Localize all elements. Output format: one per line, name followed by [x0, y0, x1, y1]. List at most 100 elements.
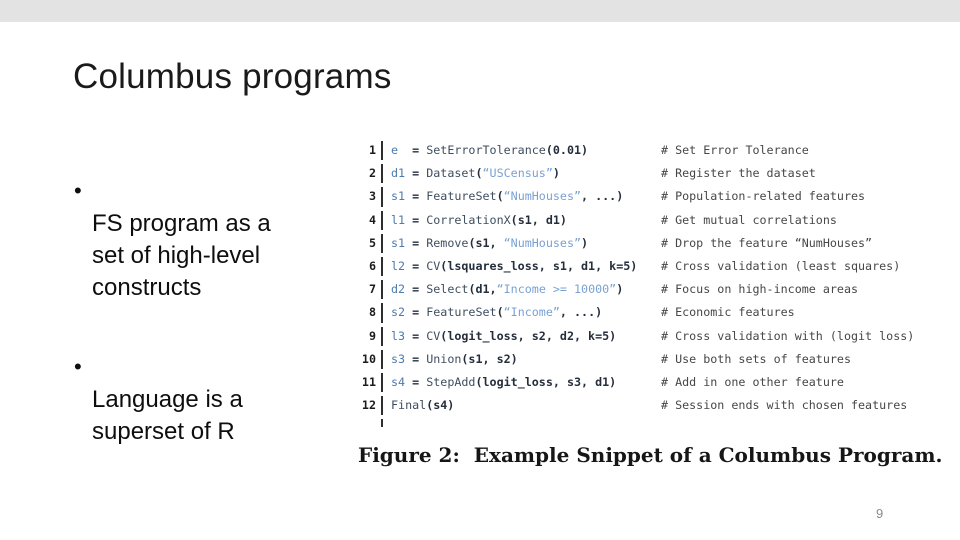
line-number: 4 — [368, 212, 376, 227]
code-token: s1 — [391, 189, 406, 204]
code-comment: # Population-related features — [661, 189, 866, 204]
bullet-text: FS program as a set of high-level constr… — [92, 210, 271, 301]
bullet-item: • FS program as a set of high-level const… — [74, 176, 334, 304]
code-token: StepAdd — [426, 374, 476, 389]
line-number: 9 — [368, 328, 376, 343]
divider-bar — [381, 187, 383, 207]
code-text: Final(s4) — [391, 394, 454, 417]
code-token: = — [405, 282, 427, 297]
code-comment: # Focus on high-income areas — [661, 282, 859, 297]
code-line: 4 l1 = CorrelationX(s1, d1) # Get mutual c… — [357, 209, 937, 232]
bullet-icon: • — [74, 178, 82, 203]
code-token: (d1, — [468, 282, 497, 297]
code-comment: # Use both sets of features — [661, 351, 851, 366]
line-number: 10 — [361, 351, 376, 366]
code-token: (lsquares_loss, s1, d1, k=5) — [440, 258, 638, 273]
line-number: 7 — [368, 282, 376, 297]
code-comment: # Register the dataset — [661, 166, 816, 181]
code-token: (0.01) — [545, 143, 589, 157]
code-token: = — [405, 212, 427, 227]
code-token: (s4) — [426, 398, 455, 413]
code-token: Remove — [426, 235, 469, 250]
code-comment: # Get mutual correlations — [661, 212, 837, 227]
divider-bar — [381, 210, 383, 230]
code-token: CV — [426, 258, 441, 273]
code-token: ( — [496, 189, 504, 204]
bullet-icon: • — [74, 354, 82, 379]
code-token: l1 — [391, 212, 406, 227]
code-token: “USCensus” — [482, 166, 553, 181]
line-number: 8 — [368, 305, 376, 320]
code-token: Dataset — [426, 166, 476, 181]
code-text: l3 = CV(logit_loss, s2, d2, k=5) — [391, 325, 616, 348]
code-line: 11 s4 = StepAdd(logit_loss, s3, d1) # Add … — [357, 371, 937, 394]
code-line: 7 d2 = Select(d1,“Income >= 10000”) # Focu… — [357, 278, 937, 301]
code-token: = — [405, 328, 427, 343]
code-token: = — [405, 235, 427, 250]
code-comment: # Session ends with chosen features — [661, 398, 908, 413]
code-token: CV — [426, 328, 441, 343]
code-token: FeatureSet — [426, 189, 497, 204]
divider-bar — [381, 349, 383, 369]
code-token: “Income >= 10000” — [496, 282, 617, 297]
code-token: (s1, s2) — [461, 351, 518, 366]
code-line: 10 s3 = Union(s1, s2) # Use both sets of f… — [357, 348, 937, 371]
code-token: (logit_loss, s2, d2, k=5) — [440, 328, 617, 343]
code-token: s3 — [391, 351, 406, 366]
line-number: 3 — [368, 189, 376, 204]
code-token: e — [391, 143, 406, 157]
divider-bar — [381, 280, 383, 300]
divider-bar — [381, 326, 383, 346]
code-token: SetErrorTolerance — [426, 143, 546, 157]
page-number: 9 — [876, 506, 884, 521]
line-number: 2 — [368, 166, 376, 181]
code-token: = — [405, 305, 427, 320]
code-token: (s1, d1) — [510, 212, 567, 227]
code-token: “Income” — [503, 305, 560, 320]
code-token: (s1, — [468, 235, 504, 250]
divider-bar — [381, 233, 383, 253]
code-text: d2 = Select(d1,“Income >= 10000”) — [391, 278, 623, 301]
code-token: = — [405, 166, 427, 181]
code-text: e = SetErrorTolerance(0.01) — [391, 139, 588, 162]
code-token: Final — [391, 398, 427, 413]
code-token: ) — [552, 166, 560, 181]
code-token: = — [405, 351, 427, 366]
code-token: FeatureSet — [426, 305, 497, 320]
code-token: Union — [426, 351, 462, 366]
code-text: l1 = CorrelationX(s1, d1) — [391, 209, 567, 232]
bullet-text: Language is a superset of R — [92, 386, 243, 445]
code-text: s2 = FeatureSet(“Income”, ...) — [391, 301, 602, 324]
divider-bar — [381, 372, 383, 393]
code-token: (logit_loss, s3, d1) — [475, 374, 617, 389]
code-text: s4 = StepAdd(logit_loss, s3, d1) — [391, 371, 616, 394]
line-number: 11 — [361, 374, 376, 389]
bullet-item: • Language is a superset of R — [74, 352, 334, 448]
code-token: “NumHouses” — [503, 235, 582, 250]
code-token: l2 — [391, 258, 406, 273]
code-comment: # Drop the feature “NumHouses” — [661, 235, 873, 250]
code-token: s2 — [391, 305, 406, 320]
code-token: = — [405, 189, 427, 204]
divider-bar — [381, 303, 383, 323]
code-comment: # Set Error Tolerance — [661, 143, 809, 157]
code-line: 2 d1 = Dataset(“USCensus”) # Register the … — [357, 162, 937, 185]
line-number: 6 — [368, 258, 376, 273]
code-text: s3 = Union(s1, s2) — [391, 348, 518, 371]
code-token: ( — [475, 166, 483, 181]
code-comment: # Add in one other feature — [661, 374, 844, 389]
code-token: Select — [426, 282, 469, 297]
divider-bar — [381, 419, 383, 428]
code-token: ) — [616, 282, 624, 297]
code-token: d1 — [391, 166, 406, 181]
code-token: , ...) — [581, 189, 624, 204]
code-token: l3 — [391, 328, 406, 343]
divider-bar — [381, 164, 383, 184]
code-token: ( — [496, 305, 504, 320]
